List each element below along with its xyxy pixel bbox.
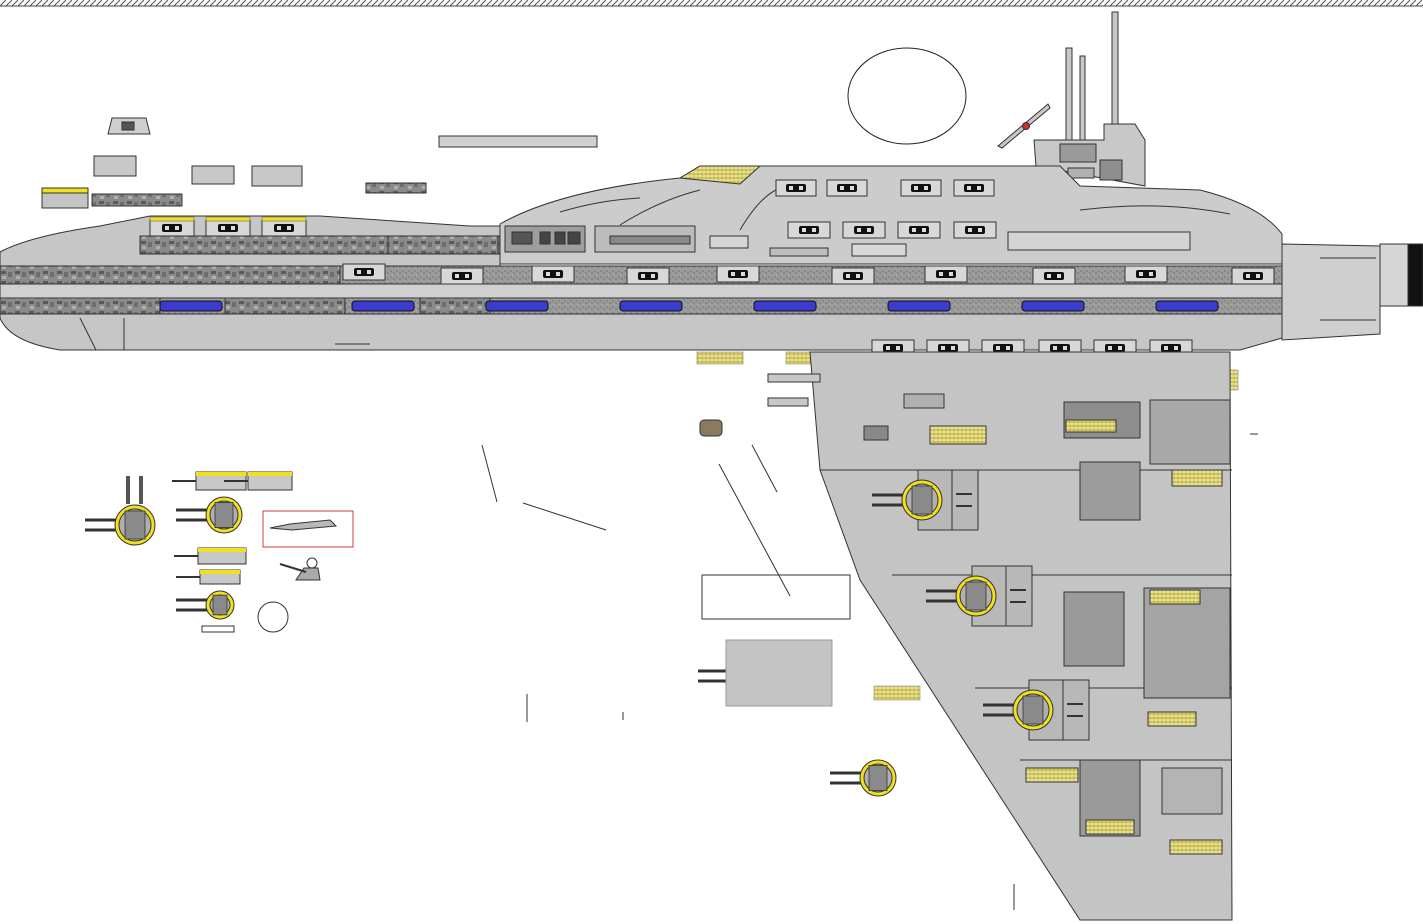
forward-hull: [0, 215, 696, 267]
turret-mount-icon: [531, 265, 575, 283]
turret-mount-icon: [342, 263, 386, 281]
lower-keel: [0, 313, 1283, 351]
turret-part-icon: [174, 547, 247, 565]
ventral-fin: [767, 351, 1233, 921]
turret-mount-icon: [1124, 265, 1168, 283]
turret-mount-icon: [261, 219, 307, 237]
turret-mount-icon: [953, 179, 995, 197]
turret-mount-icon: [440, 267, 484, 285]
turret-part-icon: [176, 569, 241, 585]
turret-mount-icon: [626, 267, 670, 285]
top-border: [0, 0, 1423, 6]
double-barrel-turret-icon: [176, 496, 243, 534]
double-barrel-turret-icon: [85, 504, 156, 546]
planet-outline-icon: [847, 47, 967, 145]
turret-mount-icon: [787, 221, 831, 239]
turret-mount-icon: [897, 221, 941, 239]
turret-mount-icon: [775, 179, 817, 197]
detail-parts: [41, 117, 1258, 910]
blue-window-strips: [159, 300, 1219, 312]
turret-mount-icon: [716, 265, 760, 283]
double-barrel-turret-icon: [983, 679, 1090, 741]
turret-mount-icon: [924, 265, 968, 283]
turret-mount-icon: [149, 219, 195, 237]
loose-turrets: [85, 471, 321, 620]
turret-mount-icon: [842, 221, 886, 239]
hull-band-middle: [0, 283, 1283, 299]
turret-part-icon: [224, 471, 293, 491]
turret-mount-icon: [953, 221, 997, 239]
double-barrel-turret-icon: [872, 469, 979, 531]
hull-turret-mounts: [149, 179, 1275, 357]
engine-section: [1281, 243, 1423, 341]
double-barrel-turret-icon: [830, 759, 897, 797]
turret-mount-icon: [831, 267, 875, 285]
turret-mount-icon: [826, 179, 868, 197]
turret-mount-icon: [900, 179, 942, 197]
turret-mount-icon: [1032, 267, 1076, 285]
turret-mount-icon: [205, 219, 251, 237]
antenna-masts: [997, 11, 1119, 149]
turret-mount-icon: [1231, 267, 1275, 285]
double-barrel-turret-icon: [176, 590, 235, 620]
double-barrel-turret-icon: [926, 565, 1033, 627]
